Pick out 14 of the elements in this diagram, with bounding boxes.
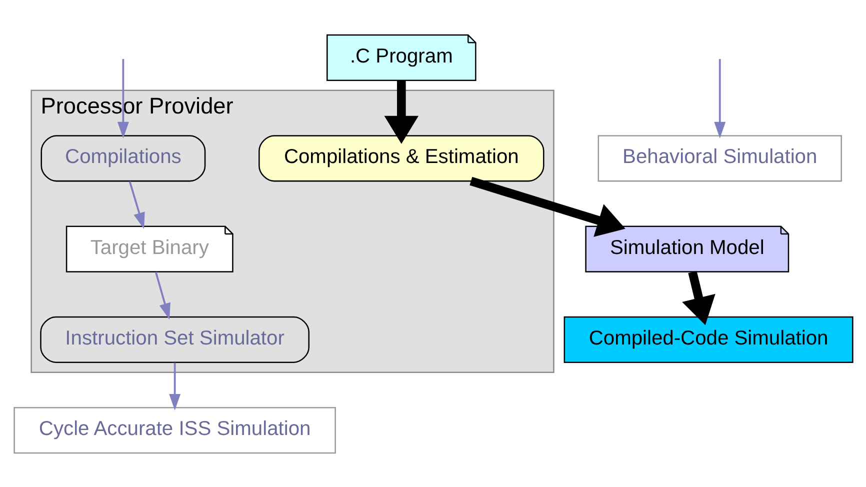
arrow [168, 362, 180, 410]
node-box: Cycle Accurate ISS Simulation [13, 406, 336, 454]
arrow [128, 180, 144, 228]
node-box: Compilations & Estimation [258, 134, 544, 182]
arrow [714, 58, 726, 138]
node-box: Behavioral Simulation [597, 134, 842, 182]
arrow [682, 270, 715, 325]
node-box: Compilations [40, 134, 206, 182]
node-box: Instruction Set Simulator [40, 316, 309, 362]
arrow [384, 80, 418, 144]
node-box: Compiled-Code Simulation [563, 316, 853, 362]
arrow [469, 176, 625, 236]
arrow [154, 271, 170, 320]
arrow [116, 58, 128, 138]
